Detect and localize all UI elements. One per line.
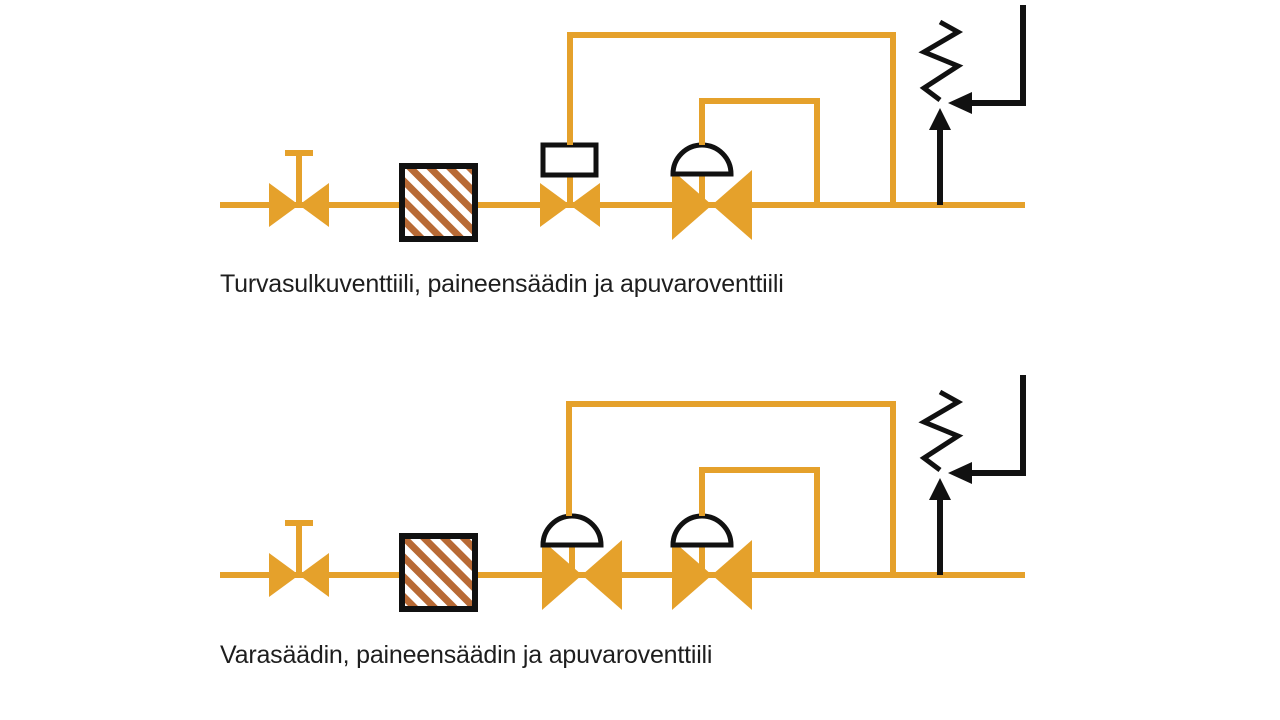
filter-icon [399, 163, 478, 242]
diagram-1 [220, 5, 1026, 242]
backup-regulator-icon [540, 513, 622, 610]
pressure-regulator-icon [670, 513, 752, 610]
diagram-1-caption: Turvasulkuventtiili, paineensäädin ja ap… [220, 270, 784, 298]
relief-valve-icon [918, 5, 1026, 205]
impulse-line-inner-2 [699, 467, 820, 575]
relief-valve-icon [918, 375, 1026, 575]
manual-shutoff-valve-icon [269, 150, 329, 227]
pressure-regulator-icon [670, 142, 752, 240]
safety-shutoff-valve-icon [540, 142, 600, 227]
filter-icon [399, 533, 478, 612]
manual-shutoff-valve-icon [269, 520, 329, 597]
impulse-line-outer-2 [566, 401, 896, 575]
diagram-2 [220, 375, 1026, 612]
impulse-line-inner-1 [699, 98, 820, 205]
diagram-2-caption: Varasäädin, paineensäädin ja apuvarovent… [220, 641, 713, 669]
impulse-line-outer-1 [567, 32, 896, 205]
